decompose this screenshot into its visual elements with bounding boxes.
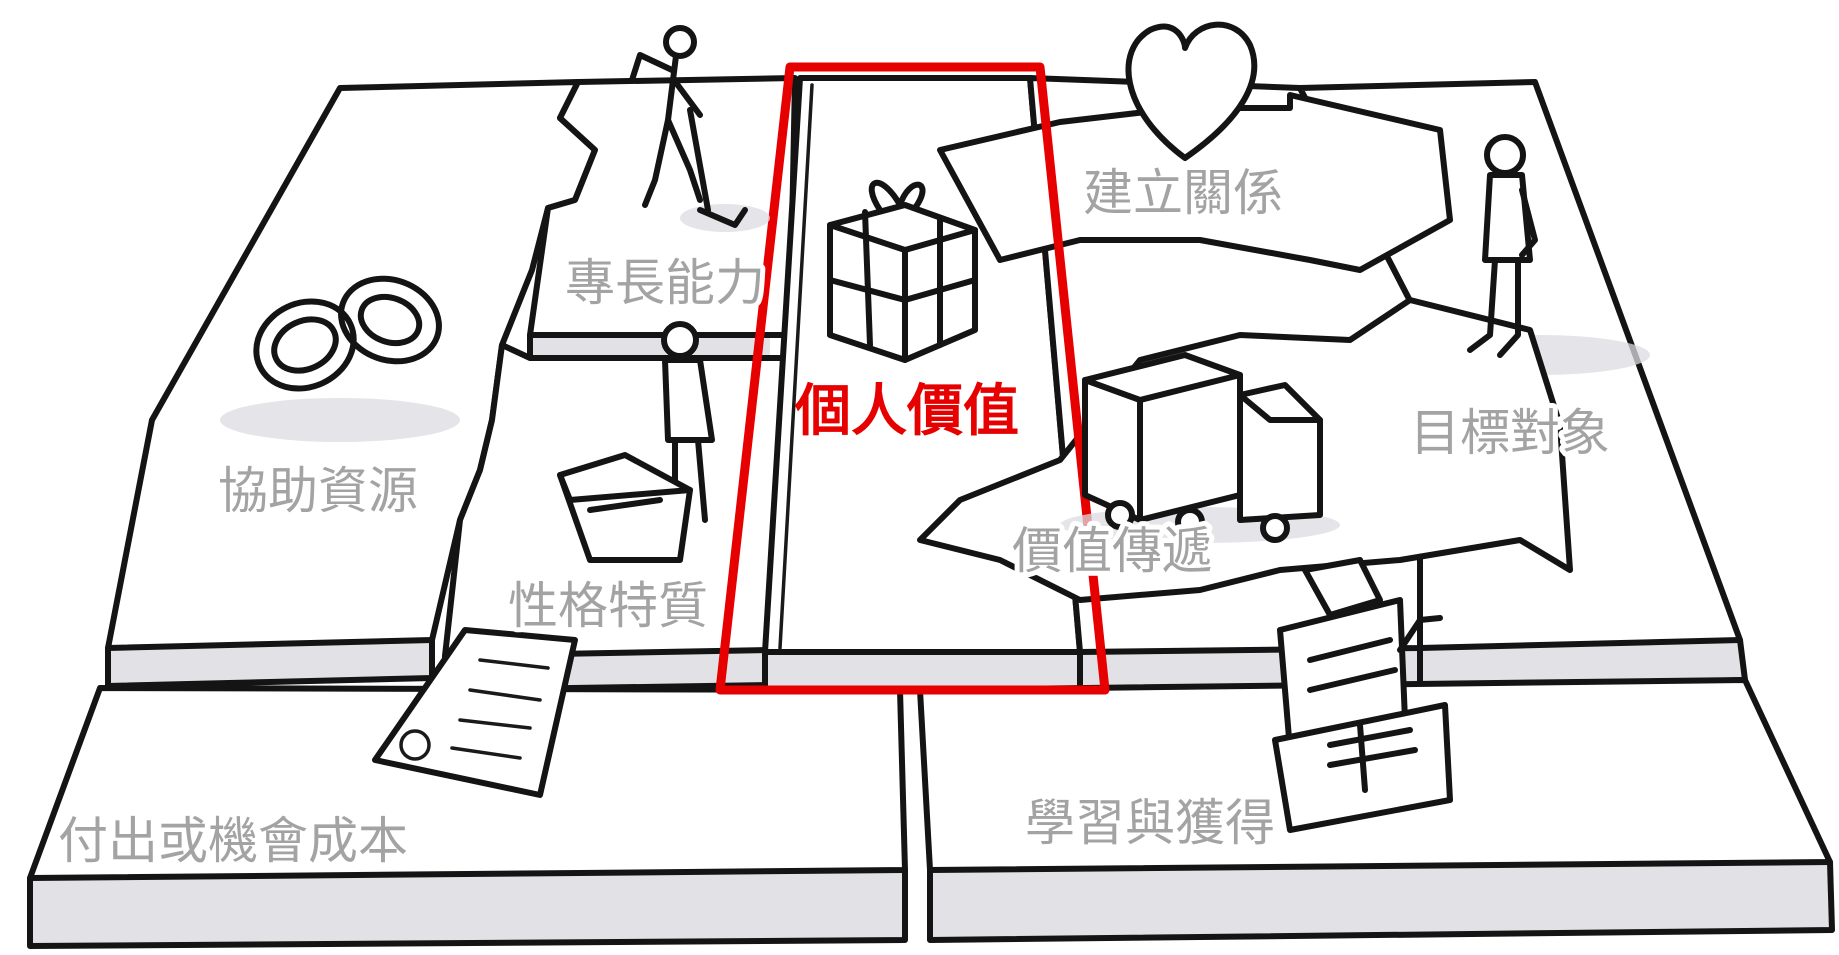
label-key-resources: 協助資源 bbox=[218, 462, 418, 520]
label-channels: 價值傳遞 bbox=[1012, 522, 1212, 580]
delivery-truck-icon bbox=[1060, 352, 1340, 543]
label-value-proposition: 個人價值 bbox=[794, 379, 1019, 444]
label-relationships: 建立關係 bbox=[1083, 164, 1283, 222]
heart-icon bbox=[1125, 21, 1258, 161]
chain-link-icon bbox=[253, 275, 442, 392]
standing-person-icon bbox=[1467, 134, 1538, 358]
label-revenue: 學習與獲得 bbox=[1025, 794, 1275, 852]
label-key-activities: 專長能力 bbox=[565, 254, 765, 312]
label-personality: 性格特質 bbox=[508, 577, 708, 635]
cash-register-icon bbox=[1272, 557, 1453, 833]
digging-person-icon bbox=[629, 25, 770, 232]
label-customers: 目標對象 bbox=[1410, 404, 1610, 462]
gift-box-icon bbox=[827, 180, 978, 363]
value-proposition-highlight-frame bbox=[715, 62, 1110, 695]
costs-block bbox=[27, 685, 908, 949]
label-costs: 付出或機會成本 bbox=[58, 812, 408, 870]
bill-document-icon bbox=[372, 627, 578, 798]
person-with-box-icon bbox=[557, 321, 715, 563]
